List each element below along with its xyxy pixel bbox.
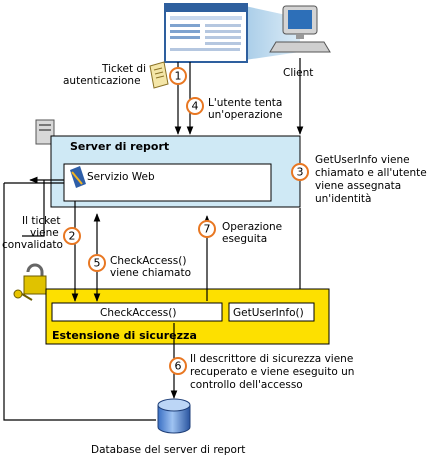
step-5-number: 5 (94, 257, 101, 270)
check-access-box (51, 302, 223, 322)
step-4-number: 4 (192, 100, 199, 113)
web-service-icon (70, 166, 86, 188)
step-markers: 1 2 3 4 5 6 7 (63, 67, 309, 375)
get-user-info-box (228, 302, 315, 322)
step-2-text-line1: Il ticket (22, 215, 60, 227)
step-3-number: 3 (297, 166, 304, 179)
security-extension-title: Estensione di sicurezza (52, 329, 197, 342)
ticket-scroll-icon (149, 61, 169, 89)
step-2-text-line3: convalidato (2, 239, 63, 251)
step-6-text-line2: recuperato e viene eseguito un (190, 366, 354, 378)
web-service-label: Servizio Web (87, 171, 155, 183)
step-7-text-line1: Operazione (222, 221, 282, 233)
step-3-text-line1: GetUserInfo viene (315, 154, 410, 166)
browser-window-icon (164, 3, 300, 63)
client-computer-icon (269, 5, 331, 53)
step-2-number: 2 (69, 230, 76, 243)
step-7-text-line2: eseguita (222, 233, 267, 245)
step-3-text-line2: chiamato e all'utente (315, 167, 427, 179)
step-6-text-line1: Il descrittore di sicurezza viene (190, 353, 353, 365)
step-3-text-line4: un'identità (315, 193, 371, 205)
step-5-text-line1: CheckAccess() (110, 255, 186, 267)
get-user-info-label: GetUserInfo() (233, 307, 304, 319)
server-tower-icon (35, 119, 55, 145)
step-4-text-line2: un'operazione (208, 109, 282, 121)
ticket-label-line2: autenticazione (63, 75, 141, 87)
step-1-number: 1 (175, 70, 182, 83)
client-label: Client (283, 67, 313, 79)
web-service-box (63, 163, 272, 202)
check-access-label: CheckAccess() (100, 307, 176, 319)
step-6-number: 6 (175, 360, 182, 373)
step-3-text-line3: viene assegnata (315, 180, 401, 192)
database-icon (157, 398, 191, 434)
report-server-title: Server di report (70, 140, 169, 153)
ticket-label-line1: Ticket di (101, 63, 146, 75)
step-7-number: 7 (204, 223, 211, 236)
step-6-text-line3: controllo dell'accesso (190, 379, 303, 391)
step-5-text-line2: viene chiamato (110, 267, 191, 279)
database-label: Database del server di report (91, 444, 245, 455)
padlock-keys-icon (13, 263, 47, 301)
step-2-text-line2: viene (30, 227, 59, 239)
step-4-text-line1: L'utente tenta (208, 97, 282, 109)
